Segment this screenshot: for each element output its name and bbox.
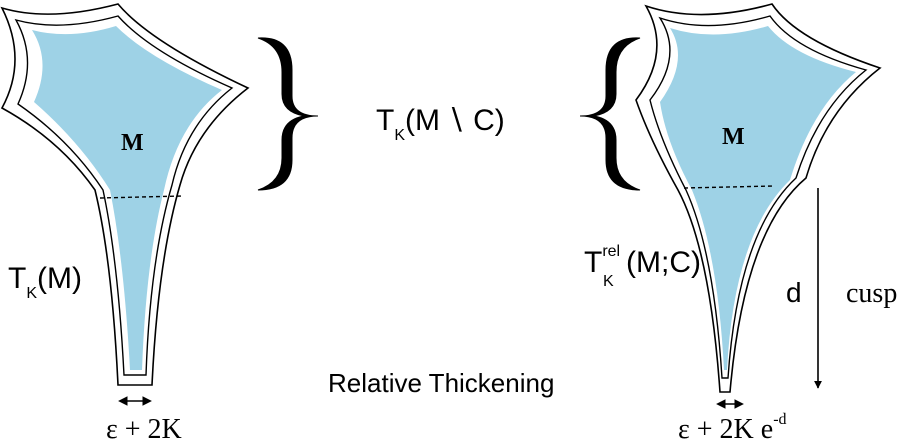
right-region-m xyxy=(660,26,856,370)
right-width-sup: -d xyxy=(773,411,786,428)
center-label-setminus: ∖ xyxy=(446,104,465,137)
center-label-arg: (M xyxy=(405,104,440,137)
right-thickening-base: T xyxy=(584,246,602,279)
relative-thickening-caption: Relative Thickening xyxy=(328,368,554,398)
left-thickening-label: TK(M) xyxy=(8,262,82,302)
center-label-arg2: C) xyxy=(473,104,505,137)
right-width-label: ε + 2K e-d xyxy=(678,411,787,445)
right-thickening-sup: rel xyxy=(602,243,620,260)
left-inner-outline xyxy=(14,15,234,376)
left-thickening-base: T xyxy=(8,262,26,295)
right-inner-outline xyxy=(649,15,868,379)
left-region-label: M xyxy=(121,130,144,156)
cusp-label: cusp xyxy=(846,278,897,309)
center-label-base: T xyxy=(376,104,394,137)
left-width-label: ε + 2K xyxy=(106,414,182,445)
right-curly-brace xyxy=(579,37,641,191)
left-outer-outline xyxy=(0,3,250,386)
left-region-m xyxy=(32,26,222,370)
center-label-sub: K xyxy=(394,127,405,144)
right-dashed-cut xyxy=(683,185,775,189)
right-thickening-arg: (M;C) xyxy=(626,246,701,279)
right-width-main: ε + 2K e xyxy=(678,414,773,445)
left-curly-brace xyxy=(257,37,319,191)
depth-label: d xyxy=(786,277,802,308)
right-outer-outline xyxy=(635,3,882,393)
left-figure: M TK(M) ε + 2K xyxy=(0,3,250,445)
left-thickening-arg: (M) xyxy=(37,262,82,295)
left-thickening-sub: K xyxy=(26,285,37,302)
right-thickening-sub: K xyxy=(603,273,614,290)
right-region-label: M xyxy=(722,124,745,150)
center-complement-label: TK(M∖C) xyxy=(376,104,505,144)
